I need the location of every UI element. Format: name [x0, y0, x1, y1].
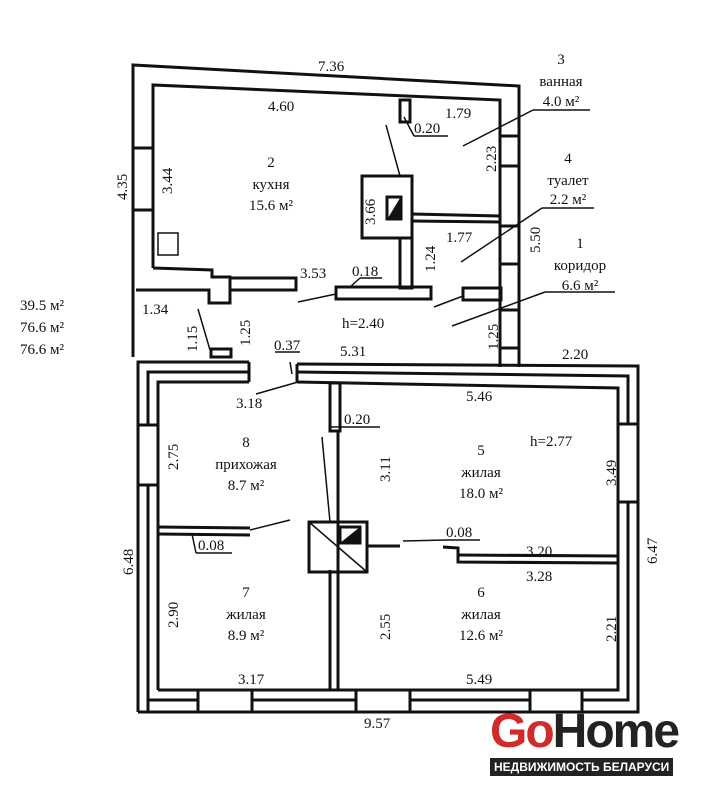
svg-text:1.15: 1.15 — [185, 326, 201, 352]
svg-text:0.18: 0.18 — [352, 264, 378, 280]
svg-text:9.57: 9.57 — [364, 716, 391, 732]
svg-text:3: 3 — [557, 52, 565, 68]
svg-text:2.20: 2.20 — [562, 347, 588, 363]
logo-tagline: НЕДВИЖИМОСТЬ БЕЛАРУСИ — [490, 758, 674, 776]
svg-text:2.23: 2.23 — [484, 146, 500, 172]
svg-text:1.34: 1.34 — [142, 302, 169, 318]
svg-text:18.0 м²: 18.0 м² — [459, 486, 503, 502]
room-label-7: 7 жилая 8.9 м² — [225, 585, 266, 644]
svg-text:0.20: 0.20 — [414, 121, 440, 137]
svg-text:ванная: ванная — [539, 74, 582, 90]
svg-text:8.9 м²: 8.9 м² — [228, 628, 265, 644]
svg-text:кухня: кухня — [252, 177, 289, 193]
svg-text:1.24: 1.24 — [423, 245, 439, 272]
svg-text:12.6 м²: 12.6 м² — [459, 628, 503, 644]
room-label-8: 8 прихожая 8.7 м² — [215, 435, 277, 494]
gohome-logo: GoHome НЕДВИЖИМОСТЬ БЕЛАРУСИ — [490, 708, 680, 776]
svg-text:2: 2 — [267, 155, 275, 171]
svg-text:3.44: 3.44 — [160, 167, 176, 194]
svg-text:7.36: 7.36 — [318, 59, 345, 75]
leader-lines — [191, 109, 615, 554]
svg-text:прихожая: прихожая — [215, 457, 277, 473]
svg-text:жилая: жилая — [460, 607, 501, 623]
svg-text:1.25: 1.25 — [486, 324, 502, 350]
svg-text:2.90: 2.90 — [166, 602, 182, 628]
svg-text:3.66: 3.66 — [363, 198, 379, 225]
room-label-1: 1 коридор 6.6 м² — [554, 236, 606, 294]
svg-text:3.49: 3.49 — [604, 460, 620, 486]
svg-text:5: 5 — [477, 443, 485, 459]
svg-text:3.18: 3.18 — [236, 396, 262, 412]
dimensions-vertical: 4.35 3.44 3.66 2.23 1.24 5.50 1.15 1.25 … — [115, 146, 661, 642]
svg-text:6: 6 — [477, 585, 485, 601]
svg-text:1.25: 1.25 — [238, 320, 254, 346]
svg-text:1.77: 1.77 — [446, 230, 473, 246]
svg-text:1.79: 1.79 — [445, 106, 471, 122]
svg-text:жилая: жилая — [225, 607, 266, 623]
svg-text:6.47: 6.47 — [645, 537, 661, 564]
svg-text:2.55: 2.55 — [378, 614, 394, 640]
room-label-4: 4 туалет 2.2 м² — [547, 151, 589, 208]
logo-go: Go — [490, 705, 555, 758]
svg-text:2.2 м²: 2.2 м² — [550, 192, 587, 208]
svg-text:0.20: 0.20 — [344, 412, 370, 428]
svg-text:0.08: 0.08 — [446, 525, 472, 541]
room-label-2: 2 кухня 15.6 м² — [249, 155, 293, 214]
svg-text:0.37: 0.37 — [274, 338, 301, 354]
svg-text:жилая: жилая — [460, 465, 501, 481]
ceiling-height-upper: h=2.40 — [342, 316, 384, 332]
svg-text:2.75: 2.75 — [166, 444, 182, 470]
total-area-2: 76.6 м² — [20, 320, 64, 336]
svg-text:7: 7 — [242, 585, 250, 601]
svg-text:8.7 м²: 8.7 м² — [228, 478, 265, 494]
dimensions-horizontal: 7.36 4.60 1.79 0.20 1.77 3.53 0.18 1.34 … — [142, 59, 588, 732]
svg-text:5.50: 5.50 — [528, 227, 544, 253]
total-area-3: 76.6 м² — [20, 342, 64, 358]
ceiling-height-lower: h=2.77 — [530, 434, 573, 450]
svg-text:4.35: 4.35 — [115, 174, 131, 200]
svg-text:4.60: 4.60 — [268, 99, 294, 115]
svg-text:коридор: коридор — [554, 258, 606, 274]
room-label-6: 6 жилая 12.6 м² — [459, 585, 503, 644]
svg-text:6.6 м²: 6.6 м² — [562, 278, 599, 294]
svg-text:1: 1 — [576, 236, 584, 252]
room-label-3: 3 ванная 4.0 м² — [539, 52, 582, 110]
svg-text:4.0 м²: 4.0 м² — [543, 94, 580, 110]
sink-icon — [157, 232, 179, 256]
svg-text:0.08: 0.08 — [198, 538, 224, 554]
svg-text:3.17: 3.17 — [238, 672, 265, 688]
svg-text:туалет: туалет — [547, 173, 589, 189]
svg-text:5.49: 5.49 — [466, 672, 492, 688]
room-label-5: 5 жилая 18.0 м² — [459, 443, 503, 502]
walls-lower — [136, 360, 640, 714]
svg-text:6.48: 6.48 — [121, 549, 137, 575]
svg-text:15.6 м²: 15.6 м² — [249, 198, 293, 214]
total-area-1: 39.5 м² — [20, 298, 64, 314]
svg-text:2.21: 2.21 — [604, 616, 620, 642]
svg-text:5.46: 5.46 — [466, 389, 493, 405]
walls-upper — [131, 63, 521, 367]
svg-text:3.20: 3.20 — [526, 544, 552, 560]
logo-home: Home — [552, 705, 680, 758]
svg-text:5.31: 5.31 — [340, 344, 366, 360]
svg-text:3.28: 3.28 — [526, 569, 552, 585]
svg-text:8: 8 — [242, 435, 250, 451]
svg-text:3.11: 3.11 — [378, 456, 394, 482]
svg-text:3.53: 3.53 — [300, 266, 326, 282]
svg-text:4: 4 — [564, 151, 572, 167]
